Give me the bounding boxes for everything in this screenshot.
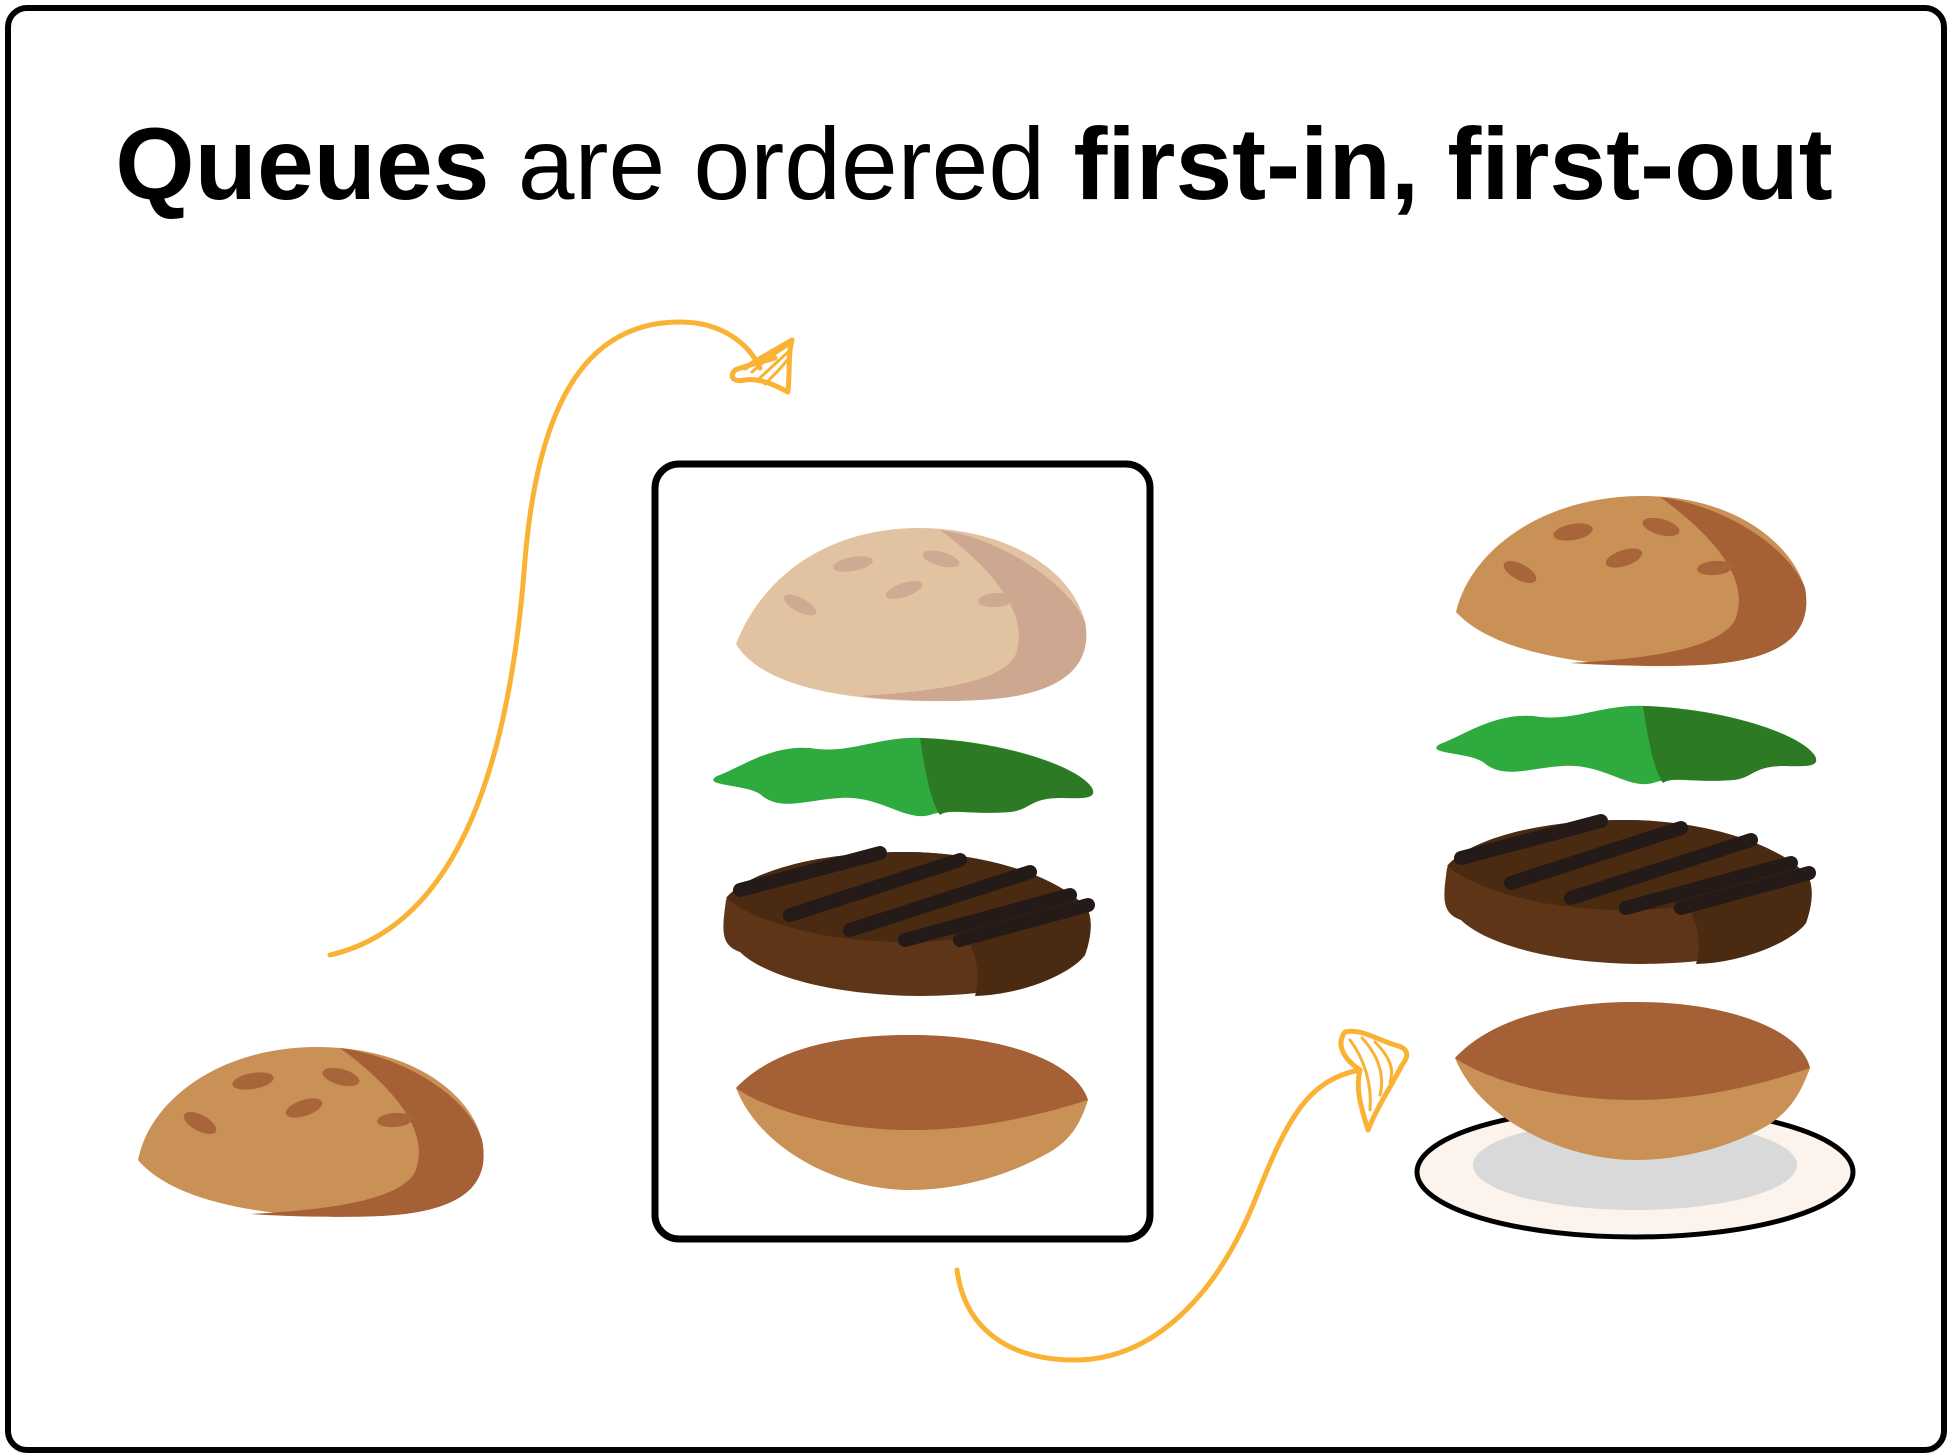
queue-bottom-bun-icon (736, 1035, 1088, 1190)
title-queues: Queues (115, 107, 490, 221)
page-title: Queues are ordered first-in, first-out (0, 108, 1948, 220)
output-top-bun-icon (1456, 495, 1807, 667)
dequeue-arrow-icon (954, 1028, 1410, 1363)
title-fifo: first-in, first-out (1073, 107, 1833, 221)
title-middle: are ordered (489, 107, 1074, 221)
queue-patty-icon (723, 846, 1095, 996)
output-lettuce-icon (1436, 705, 1817, 785)
incoming-top-bun-icon (138, 1046, 484, 1217)
output-patty-icon (1444, 814, 1816, 964)
enqueue-arrow-icon (327, 319, 795, 958)
queue-lettuce-icon (713, 737, 1094, 817)
queue-top-bun-icon (736, 527, 1087, 702)
output-bottom-bun-icon (1455, 1002, 1810, 1160)
